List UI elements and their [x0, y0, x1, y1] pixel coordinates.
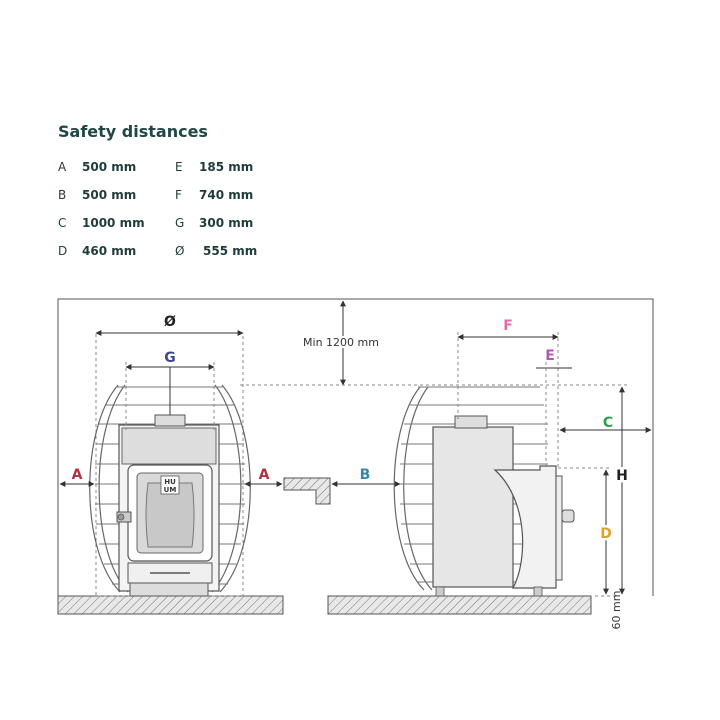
label-g: G [164, 350, 176, 366]
logo-text: HU [164, 478, 176, 486]
distance-value: 460 mm [82, 244, 137, 258]
label-h: H [616, 468, 628, 484]
room-outline [57, 298, 654, 596]
distance-key: G [175, 216, 185, 230]
label-a-left: A [72, 467, 83, 483]
heater-front-view: HU UM [89, 332, 251, 597]
distance-row-d: D 460 mm [58, 244, 136, 264]
label-e: E [545, 348, 555, 364]
distance-key: B [58, 188, 67, 202]
distance-row-e: E 185 mm [175, 160, 253, 180]
floor-left [57, 595, 284, 615]
logo-text: UM [164, 486, 177, 494]
page-title: Safety distances [58, 122, 208, 141]
label-diameter: Ø [164, 314, 176, 330]
distance-row-diameter: Ø 555 mm [175, 244, 257, 264]
distance-value: 500 mm [82, 188, 137, 202]
distance-row-a: A 500 mm [58, 160, 136, 180]
distance-key: E [175, 160, 183, 174]
distance-key: F [175, 188, 182, 202]
distance-value: 555 mm [203, 244, 258, 258]
distance-value: 300 mm [199, 216, 254, 230]
label-d: D [600, 526, 612, 542]
distance-row-c: C 1000 mm [58, 216, 145, 236]
wall-bracket [283, 477, 331, 505]
distance-value: 740 mm [199, 188, 254, 202]
label-f: F [503, 318, 513, 334]
distance-key: C [58, 216, 67, 230]
heater-side-view [393, 386, 575, 597]
distance-row-f: F 740 mm [175, 188, 253, 208]
distance-value: 1000 mm [82, 216, 145, 230]
floor-right [327, 595, 592, 615]
distance-key: A [58, 160, 67, 174]
label-b: B [360, 467, 371, 483]
distance-row-b: B 500 mm [58, 188, 136, 208]
distance-value: 185 mm [199, 160, 254, 174]
distance-row-g: G 300 mm [175, 216, 253, 236]
distance-key: Ø [175, 244, 185, 258]
distance-key: D [58, 244, 68, 258]
label-c: C [603, 415, 613, 431]
label-a-right: A [259, 467, 270, 483]
label-min-height: Min 1200 mm [303, 336, 379, 349]
label-floor-gap: 60 mm [610, 591, 623, 630]
distance-value: 500 mm [82, 160, 137, 174]
